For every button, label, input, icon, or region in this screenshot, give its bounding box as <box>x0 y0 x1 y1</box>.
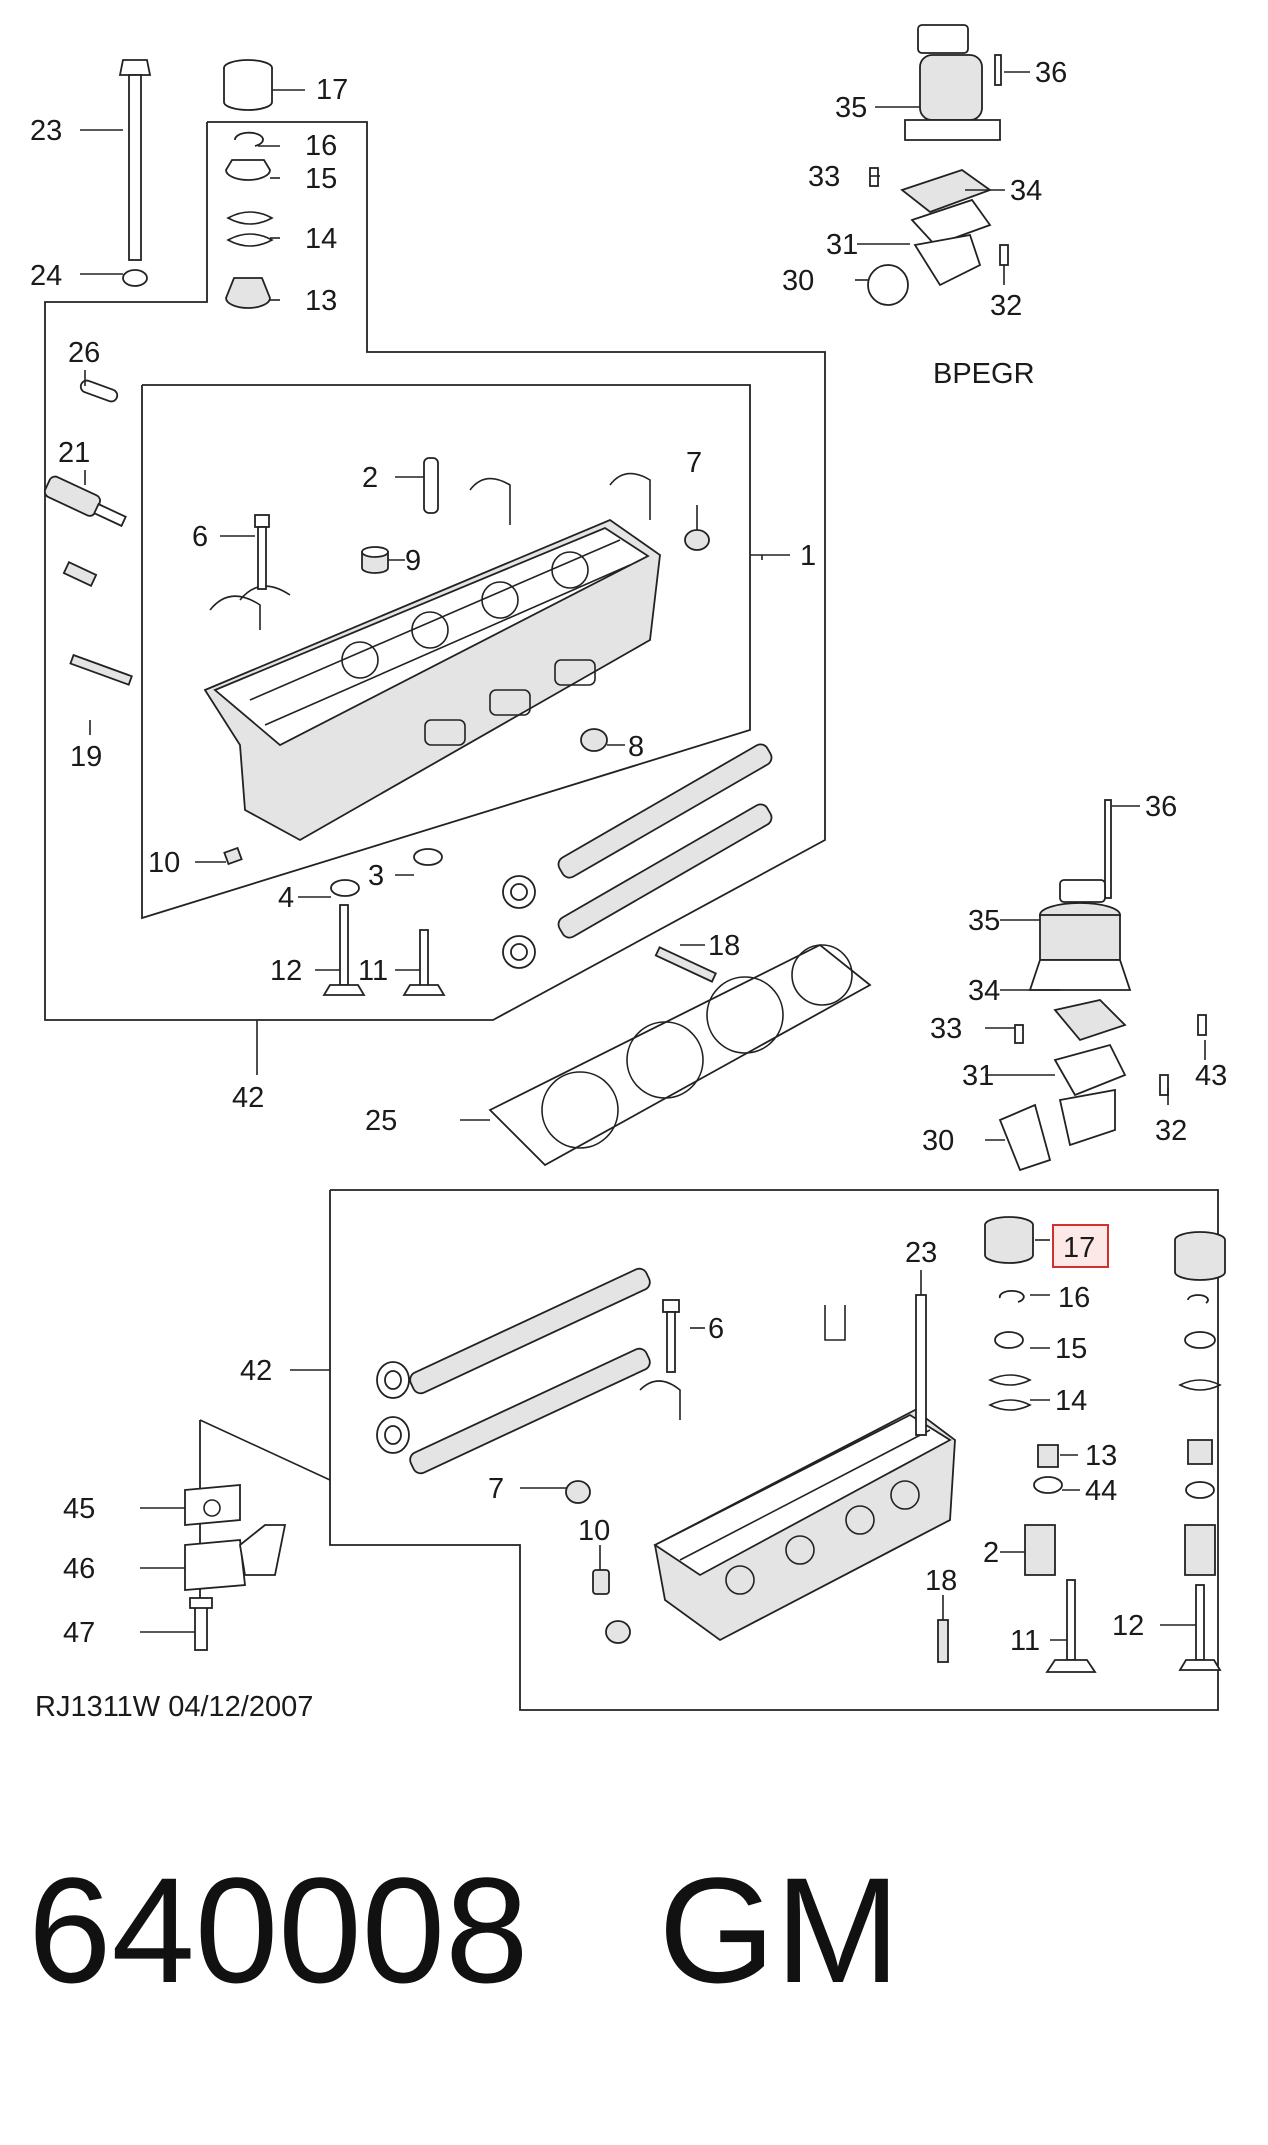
callout-47[interactable]: 47 <box>63 1617 95 1649</box>
thermostat-housing-45-47 <box>184 1419 331 1651</box>
egr2-callout-32[interactable]: 32 <box>1155 1115 1187 1147</box>
callout-9[interactable]: 9 <box>405 545 421 577</box>
callout-15-bottom[interactable]: 15 <box>1055 1333 1087 1365</box>
stud-19 <box>69 653 133 686</box>
egr2-callout-43[interactable]: 43 <box>1195 1060 1227 1092</box>
egr1-callout-36[interactable]: 36 <box>1035 57 1067 89</box>
callout-19[interactable]: 19 <box>70 741 102 773</box>
plug-7-top <box>684 529 710 551</box>
bolt-23-top <box>118 59 152 287</box>
callout-13-bottom[interactable]: 13 <box>1085 1440 1117 1472</box>
dowel-2-top <box>423 457 439 514</box>
callout-6-top[interactable]: 6 <box>192 521 208 553</box>
callout-25[interactable]: 25 <box>365 1105 397 1137</box>
callout-2-top[interactable]: 2 <box>362 462 378 494</box>
callout-6-bottom[interactable]: 6 <box>708 1313 724 1345</box>
callout-1[interactable]: 1 <box>800 540 816 572</box>
nipple-10-bottom <box>592 1569 610 1595</box>
plug-8 <box>580 728 608 752</box>
callout-16-top[interactable]: 16 <box>305 130 337 162</box>
drawing-reference: RJ1311W 04/12/2007 <box>35 1691 313 1723</box>
highlight-17-box[interactable] <box>1052 1224 1109 1268</box>
callout-23-bottom[interactable]: 23 <box>905 1237 937 1269</box>
leader-lines <box>80 71 1206 1641</box>
pin-26 <box>79 379 119 403</box>
callout-21[interactable]: 21 <box>58 437 90 469</box>
gasket-25 <box>488 943 872 1167</box>
callout-17-bottom-highlighted[interactable]: 17 <box>1063 1232 1095 1264</box>
cylinder-head-bottom <box>639 1305 956 1642</box>
egr1-callout-35[interactable]: 35 <box>835 92 867 124</box>
callout-7-bottom[interactable]: 7 <box>488 1473 504 1505</box>
egr-valve-top <box>867 24 1009 306</box>
egr2-callout-31[interactable]: 31 <box>962 1060 994 1092</box>
part-number: 640008 <box>28 1846 529 2014</box>
egr-valve-bottom <box>998 799 1207 1172</box>
callout-11-top[interactable]: 11 <box>358 955 388 987</box>
callout-42-bottom[interactable]: 42 <box>240 1355 272 1387</box>
egr2-callout-34[interactable]: 34 <box>968 975 1000 1007</box>
callout-2-bottom[interactable]: 2 <box>983 1537 999 1569</box>
callout-12-top[interactable]: 12 <box>270 955 302 987</box>
assembly-1-frame <box>141 384 751 920</box>
camshafts-top <box>502 743 773 969</box>
callout-8[interactable]: 8 <box>628 731 644 763</box>
egr1-callout-30[interactable]: 30 <box>782 265 814 297</box>
camshafts-bottom <box>376 1267 651 1475</box>
callout-14-top[interactable]: 14 <box>305 223 337 255</box>
assembly-42-frame <box>44 121 826 1021</box>
egr2-callout-33[interactable]: 33 <box>930 1013 962 1045</box>
callout-26[interactable]: 26 <box>68 337 100 369</box>
callout-10-top[interactable]: 10 <box>148 847 180 879</box>
callout-12-bottom[interactable]: 12 <box>1112 1610 1144 1642</box>
bolt-23-bottom <box>915 1294 927 1436</box>
callout-11-bottom[interactable]: 11 <box>1010 1625 1040 1657</box>
valves-11-12-top <box>322 904 446 996</box>
valve-stack-right <box>1174 1231 1226 1671</box>
callout-labels: 17 23 16 15 14 24 13 26 21 2 7 6 1 9 8 1… <box>30 57 1227 1723</box>
callout-18-top[interactable]: 18 <box>708 930 740 962</box>
callout-45[interactable]: 45 <box>63 1493 95 1525</box>
egr-caption: BPEGR <box>933 358 1035 390</box>
plug-7-bottom <box>565 1480 631 1644</box>
nipple-10-top <box>223 846 243 866</box>
egr1-callout-31[interactable]: 31 <box>826 229 858 261</box>
callout-46[interactable]: 46 <box>63 1553 95 1585</box>
stud-18-top <box>654 946 717 983</box>
brand-name: GM <box>658 1846 901 2014</box>
callout-23-top[interactable]: 23 <box>30 115 62 147</box>
callout-4[interactable]: 4 <box>278 882 294 914</box>
bolt-6-top <box>254 514 270 590</box>
callout-14-bottom[interactable]: 14 <box>1055 1385 1087 1417</box>
egr1-callout-33[interactable]: 33 <box>808 161 840 193</box>
callout-7-top[interactable]: 7 <box>686 447 702 479</box>
lifter-17-top <box>223 59 273 111</box>
bolt-6-bottom <box>662 1299 680 1373</box>
egr1-callout-32[interactable]: 32 <box>990 290 1022 322</box>
egr1-callout-34[interactable]: 34 <box>1010 175 1042 207</box>
egr2-callout-30[interactable]: 30 <box>922 1125 954 1157</box>
egr2-callout-35[interactable]: 35 <box>968 905 1000 937</box>
callout-13-top[interactable]: 13 <box>305 285 337 317</box>
callout-10-bottom[interactable]: 10 <box>578 1515 610 1547</box>
stud-18-bottom <box>937 1619 949 1663</box>
seats-3-4 <box>330 848 443 897</box>
valve-stack-bottom <box>984 1216 1097 1673</box>
seal-9 <box>361 546 389 574</box>
callout-16-bottom[interactable]: 16 <box>1058 1282 1090 1314</box>
assembly-42-frame-bottom <box>329 1189 1219 1711</box>
callout-17-top[interactable]: 17 <box>316 74 348 106</box>
callout-15-top[interactable]: 15 <box>305 163 337 195</box>
callout-24[interactable]: 24 <box>30 260 62 292</box>
callout-18-bottom[interactable]: 18 <box>925 1565 957 1597</box>
callout-3[interactable]: 3 <box>368 860 384 892</box>
callout-44[interactable]: 44 <box>1085 1475 1117 1507</box>
valve-spring-parts-top <box>225 131 274 309</box>
sensor-21 <box>43 475 127 587</box>
callout-42-top[interactable]: 42 <box>232 1082 264 1114</box>
egr2-callout-36[interactable]: 36 <box>1145 791 1177 823</box>
cylinder-head-top <box>203 472 661 842</box>
